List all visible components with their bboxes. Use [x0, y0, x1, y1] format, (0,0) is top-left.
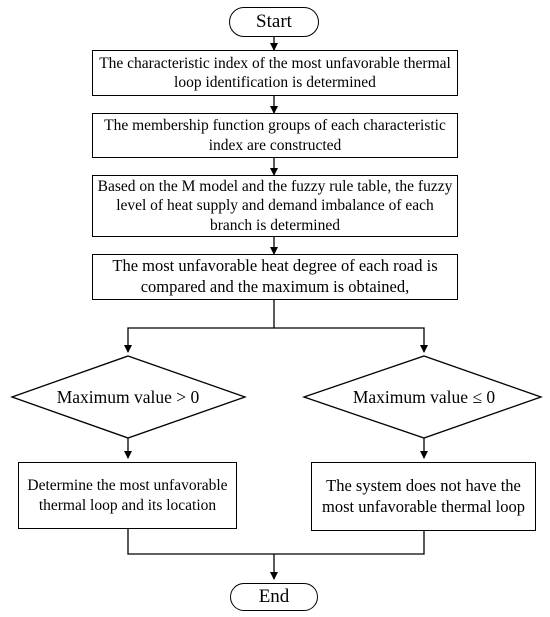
decision-left-label: Maximum value > 0	[56, 386, 200, 407]
step-compare-maximum: The most unfavorable heat degree of each…	[92, 254, 458, 300]
end-terminal: End	[230, 583, 318, 611]
merge-connector-right	[274, 531, 425, 555]
merge-connector-left	[127, 529, 274, 555]
step-identify-characteristic-index: The characteristic index of the most unf…	[92, 50, 458, 96]
split-connector	[124, 300, 275, 353]
step-construct-membership-functions: The membership function groups of each c…	[92, 113, 458, 158]
decision-right-label: Maximum value ≤ 0	[352, 386, 496, 407]
split-connector-right	[274, 327, 428, 353]
step-determine-fuzzy-level: Based on the M model and the fuzzy rule …	[92, 175, 458, 237]
start-terminal: Start	[229, 7, 319, 37]
result-no-unfavorable-loop: The system does not have the most unfavo…	[311, 462, 536, 531]
result-determine-location: Determine the most unfavorable thermal l…	[18, 462, 237, 529]
